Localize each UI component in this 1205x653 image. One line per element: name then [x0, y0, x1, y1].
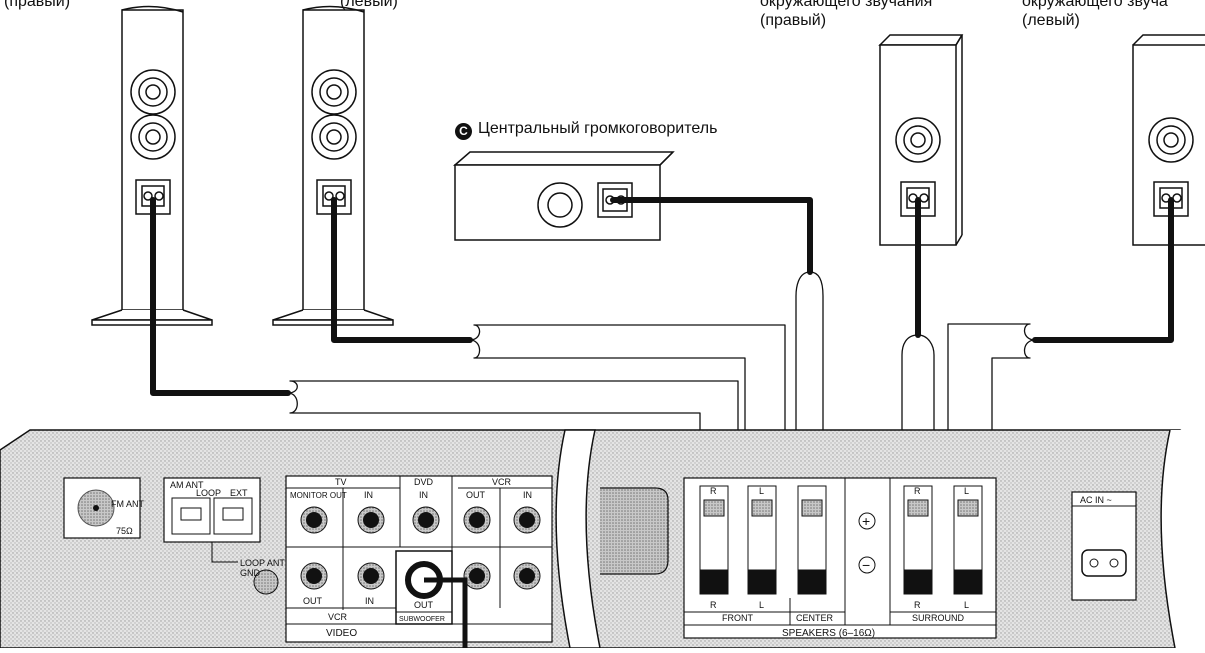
front-label: FRONT	[722, 613, 753, 623]
surround-right-speaker	[878, 34, 964, 246]
dvd-label: DVD	[414, 477, 434, 487]
subwoofer-label: SUBWOOFER	[399, 616, 445, 623]
vcr-bottom-out-label: OUT	[303, 596, 323, 606]
tv-in-label: IN	[364, 490, 373, 500]
surround-right-label-line2: (правый)	[760, 12, 827, 29]
speakers-label: SPEAKERS (6–16Ω)	[782, 628, 875, 639]
plus-label: +	[862, 513, 870, 529]
front-r-top-label: R	[710, 486, 717, 496]
sub-out-label: OUT	[414, 600, 434, 610]
surround-l-bottom-label: L	[964, 600, 969, 610]
gnd-label: GND	[240, 568, 261, 578]
front-right-label: (правый)	[4, 0, 71, 10]
center-label: CENTER	[796, 613, 834, 623]
surround-l-top-label: L	[964, 486, 969, 496]
front-l-bottom-label: L	[759, 600, 764, 610]
loop-label: LOOP	[196, 488, 221, 498]
fm-ohm-label: 75Ω	[116, 526, 133, 536]
surround-r-bottom-label: R	[914, 600, 921, 610]
front-left-label: (левый)	[340, 0, 398, 10]
vcr-top-label: VCR	[492, 477, 512, 487]
surround-left-label-line2: (левый)	[1022, 12, 1080, 29]
minus-label: −	[862, 557, 870, 573]
front-r-bottom-label: R	[710, 600, 717, 610]
ext-label: EXT	[230, 488, 248, 498]
monitor-out-label: MONITOR OUT	[290, 491, 347, 500]
surround-left-label-line1: окружающего звуча	[1022, 0, 1168, 10]
vcr-out-label: OUT	[466, 490, 486, 500]
video-label: VIDEO	[326, 628, 357, 639]
receiver-back-panel: FM ANT 75Ω AM ANT LOOP EXT LOOP ANT GND …	[0, 429, 1205, 649]
vcr-bottom-label: VCR	[328, 612, 348, 622]
ac-in-label: AC IN ~	[1080, 495, 1112, 505]
tv-label: TV	[335, 477, 347, 487]
loop-ant-label: LOOP ANT	[240, 558, 285, 568]
center-speaker-label: Центральный громкоговоритель	[478, 120, 718, 137]
surround-right-label-line1: окружающего звучания	[760, 0, 933, 10]
vcr-in-label: IN	[523, 490, 532, 500]
speaker-wires	[150, 197, 1174, 556]
surround-label: SURROUND	[912, 613, 965, 623]
am-ant-label: AM ANT	[170, 480, 204, 490]
fm-ant-label: FM ANT	[111, 499, 145, 509]
vcr-bottom-in-label: IN	[365, 596, 374, 606]
dvd-in-label: IN	[419, 490, 428, 500]
surround-r-top-label: R	[914, 486, 921, 496]
front-l-top-label: L	[759, 486, 764, 496]
center-speaker	[452, 151, 675, 241]
center-speaker-caption: C Центральный громкоговоритель	[455, 119, 717, 140]
center-badge: C	[455, 123, 472, 140]
